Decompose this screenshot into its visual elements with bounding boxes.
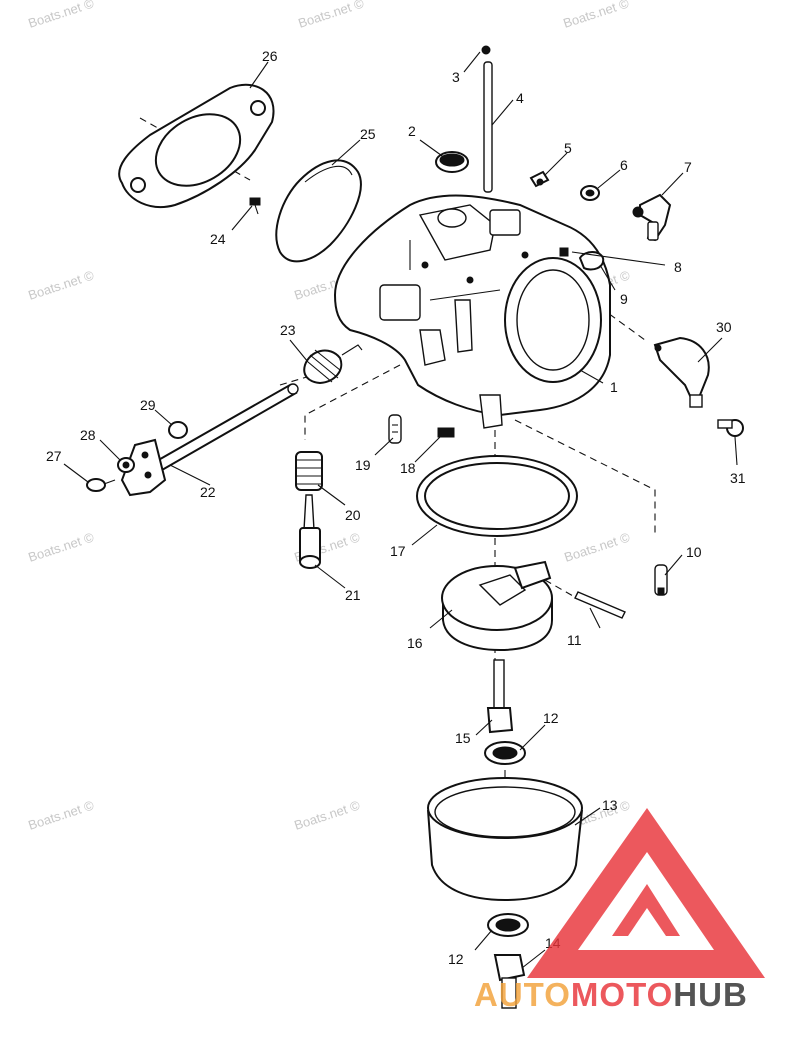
small-parts-5-9 <box>529 170 672 271</box>
logo-inner-mark-icon <box>612 884 680 936</box>
needle-part-21 <box>299 494 321 569</box>
drain-screw-part-14 <box>493 954 526 1009</box>
jet-part-15 <box>486 659 514 734</box>
logo-text-hub: HUB <box>673 976 748 1013</box>
watermark: Boats.net © <box>26 267 96 302</box>
washer-part-12 <box>484 741 526 765</box>
watermark: Boats.net © <box>562 529 632 564</box>
callout-17: 17 <box>390 543 406 559</box>
logo-text-auto: AUTO <box>474 976 571 1013</box>
callout-20: 20 <box>345 507 361 523</box>
callout-12: 12 <box>543 710 559 726</box>
callout-22: 22 <box>200 484 216 500</box>
washer-part-12 <box>487 913 529 937</box>
gasket-ring-part-17 <box>416 455 578 537</box>
callout-28: 28 <box>80 427 96 443</box>
spring-part-20 <box>295 451 323 491</box>
rod-part-4 <box>481 45 493 193</box>
callout-31: 31 <box>730 470 746 486</box>
callout-25: 25 <box>360 126 376 142</box>
callout-23: 23 <box>280 322 296 338</box>
callout-16: 16 <box>407 635 423 651</box>
watermarks: Boats.net © Boats.net © Boats.net © Boat… <box>26 0 632 833</box>
callout-29: 29 <box>140 397 156 413</box>
nut-part-29 <box>168 421 188 439</box>
leader-lines <box>63 51 738 969</box>
throttle-shaft-part-22 <box>120 383 299 497</box>
callout-1: 1 <box>610 379 618 395</box>
watermark: Boats.net © <box>26 797 96 832</box>
cover-plate-part-25 <box>275 159 362 263</box>
callout-5: 5 <box>564 140 572 156</box>
callout-12: 12 <box>448 951 464 967</box>
callout-8: 8 <box>674 259 682 275</box>
screw-part-31 <box>717 419 744 437</box>
float-part-16 <box>441 560 553 652</box>
callout-labels: 1 2 3 4 5 6 7 8 9 10 11 12 12 13 14 15 1… <box>46 48 746 967</box>
callout-18: 18 <box>400 460 416 476</box>
watermark: Boats.net © <box>561 0 631 31</box>
jet-part-19 <box>388 414 402 444</box>
logo-triangle-icon <box>527 808 765 978</box>
bracket-part-30 <box>653 336 710 408</box>
watermark: Boats.net © <box>296 0 366 31</box>
screw-part-27 <box>86 478 116 492</box>
callout-26: 26 <box>262 48 278 64</box>
callout-21: 21 <box>345 587 361 603</box>
callout-15: 15 <box>455 730 471 746</box>
callout-24: 24 <box>210 231 226 247</box>
callout-9: 9 <box>620 291 628 307</box>
gasket-part-26 <box>118 83 275 209</box>
automotohub-logo: AUTOMOTOHUB <box>474 808 765 1013</box>
watermark: Boats.net © <box>26 0 96 31</box>
watermark: Boats.net © <box>292 797 362 832</box>
screw-part-18 <box>437 427 455 438</box>
callout-27: 27 <box>46 448 62 464</box>
callout-30: 30 <box>716 319 732 335</box>
screw-part-24 <box>249 197 261 215</box>
spring-part-23 <box>303 344 363 385</box>
needle-valve-part-10 <box>654 564 668 596</box>
svg-text:AUTOMOTOHUB: AUTOMOTOHUB <box>474 976 748 1013</box>
callout-13: 13 <box>602 797 618 813</box>
callout-2: 2 <box>408 123 416 139</box>
float-bowl-part-13 <box>427 777 583 902</box>
watermark: Boats.net © <box>26 529 96 564</box>
callout-7: 7 <box>684 159 692 175</box>
callout-4: 4 <box>516 90 524 106</box>
pin-part-11 <box>574 591 626 619</box>
nut-part-28 <box>117 457 135 473</box>
logo-text-moto: MOTO <box>571 976 673 1013</box>
callout-6: 6 <box>620 157 628 173</box>
carburetor-body-part-1 <box>333 194 611 429</box>
callout-11: 11 <box>567 632 582 648</box>
callout-10: 10 <box>686 544 702 560</box>
callout-19: 19 <box>355 457 371 473</box>
callout-3: 3 <box>452 69 460 85</box>
